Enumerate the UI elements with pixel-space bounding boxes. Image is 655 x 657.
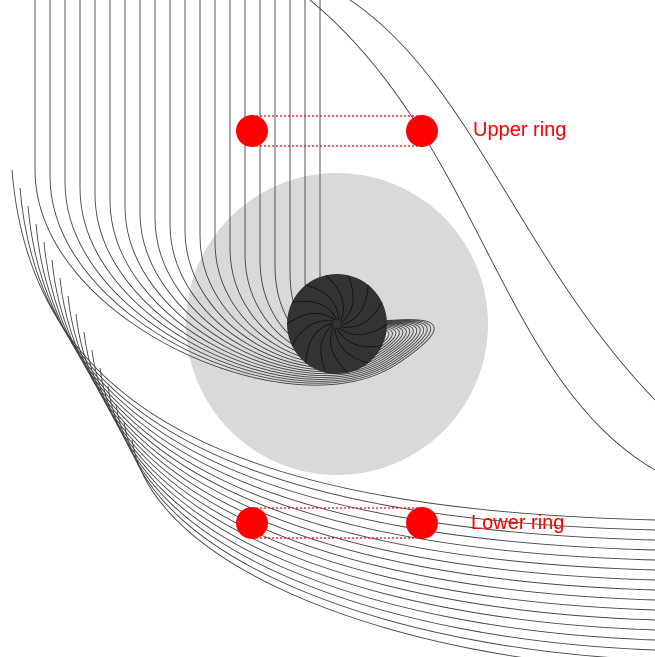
inner-spiral-line [305, 322, 334, 364]
lower-ring-right-dot [406, 507, 438, 539]
inner-spiral-line [330, 326, 349, 374]
central-black-hole-disk [287, 274, 387, 374]
escaping-ray [19, 187, 655, 531]
inner-spiral-lines [286, 274, 388, 374]
escaping-ray [59, 277, 655, 581]
inner-spiral-line [338, 323, 388, 335]
escaping-ray [131, 439, 523, 657]
inner-spiral-line [291, 300, 338, 321]
inner-spiral-line [305, 284, 340, 321]
inner-spiral-line [334, 327, 369, 364]
escaping-ray [11, 169, 655, 521]
lower-ring-marker [236, 507, 438, 539]
inner-spiral-line [320, 324, 334, 373]
lower-ring-label: Lower ring [471, 512, 565, 534]
escaping-ray [51, 259, 655, 571]
inner-spiral-line [340, 275, 354, 324]
inner-spiral-line [340, 284, 369, 326]
inner-spiral-line [291, 320, 335, 346]
upper-ring-left-dot [236, 115, 268, 147]
outer-ray [309, 0, 655, 471]
inner-spiral-line [286, 313, 336, 325]
outer-ray [349, 0, 655, 401]
escaping-ray [27, 205, 655, 541]
escaping-ray [43, 241, 655, 561]
escaping-ray [123, 421, 611, 657]
inner-spiral-line [336, 327, 383, 348]
upper-ring-label: Upper ring [473, 119, 567, 141]
inner-spiral-line [325, 274, 344, 322]
upper-ring-right-dot [406, 115, 438, 147]
inner-spiral-line [339, 302, 383, 328]
upper-ring-marker [236, 115, 438, 147]
lower-ring-left-dot [236, 507, 268, 539]
escaping-ray [35, 223, 655, 551]
